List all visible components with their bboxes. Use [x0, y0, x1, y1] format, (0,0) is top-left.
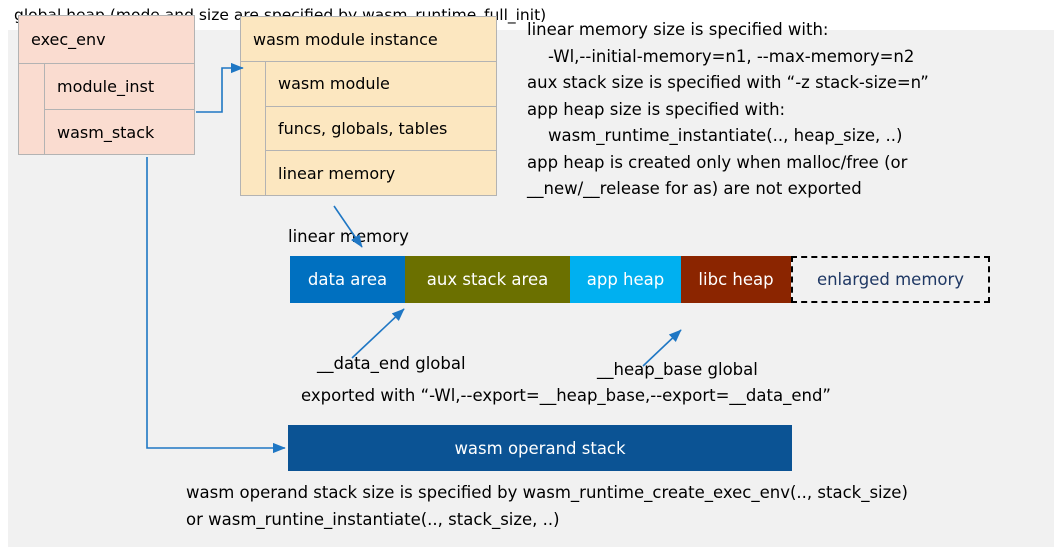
memory-segment-data-area: data area: [290, 256, 405, 303]
exec-env-field-wasm-stack: wasm_stack: [57, 122, 155, 142]
module-instance-rows: wasm module funcs, globals, tables linea…: [266, 62, 496, 196]
module-instance-body: wasm module funcs, globals, tables linea…: [241, 62, 496, 196]
wasm-operand-stack-box: wasm operand stack: [288, 425, 792, 471]
exec-env-header: exec_env: [19, 16, 194, 64]
annotation-data-end: __data_end global: [317, 354, 466, 373]
module-instance-field-wasm-module: wasm module: [266, 62, 496, 107]
memory-segment-libc-heap: libc heap: [681, 256, 791, 303]
linear-memory-info-text: linear memory size is specified with: -W…: [527, 20, 929, 198]
operand-stack-info-text: wasm operand stack size is specified by …: [186, 483, 908, 529]
module-instance-header: wasm module instance: [241, 17, 496, 62]
annotation-exported-with: exported with “-Wl,--export=__heap_base,…: [301, 386, 831, 405]
linear-memory-bar-label: linear memory: [288, 227, 409, 246]
memory-segment-enlarged-memory: enlarged memory: [791, 256, 990, 303]
exec-env-body: module_inst wasm_stack: [19, 64, 194, 155]
exec-env-rows: module_inst wasm_stack: [45, 64, 194, 155]
wasm-module-instance-box: wasm module instance wasm module funcs, …: [240, 16, 497, 196]
exec-env-box: exec_env module_inst wasm_stack: [18, 15, 195, 155]
memory-segment-app-heap: app heap: [570, 256, 681, 303]
exec-env-indent: [19, 64, 45, 155]
module-instance-field-linear-memory: linear memory: [278, 163, 396, 183]
memory-segment-aux-stack-area: aux stack area: [405, 256, 570, 303]
module-instance-field-funcs-globals-tables: funcs, globals, tables: [266, 107, 496, 152]
module-instance-indent: [241, 62, 266, 196]
annotation-heap-base: __heap_base global: [597, 360, 758, 379]
exec-env-field-module-inst: module_inst: [45, 64, 194, 110]
